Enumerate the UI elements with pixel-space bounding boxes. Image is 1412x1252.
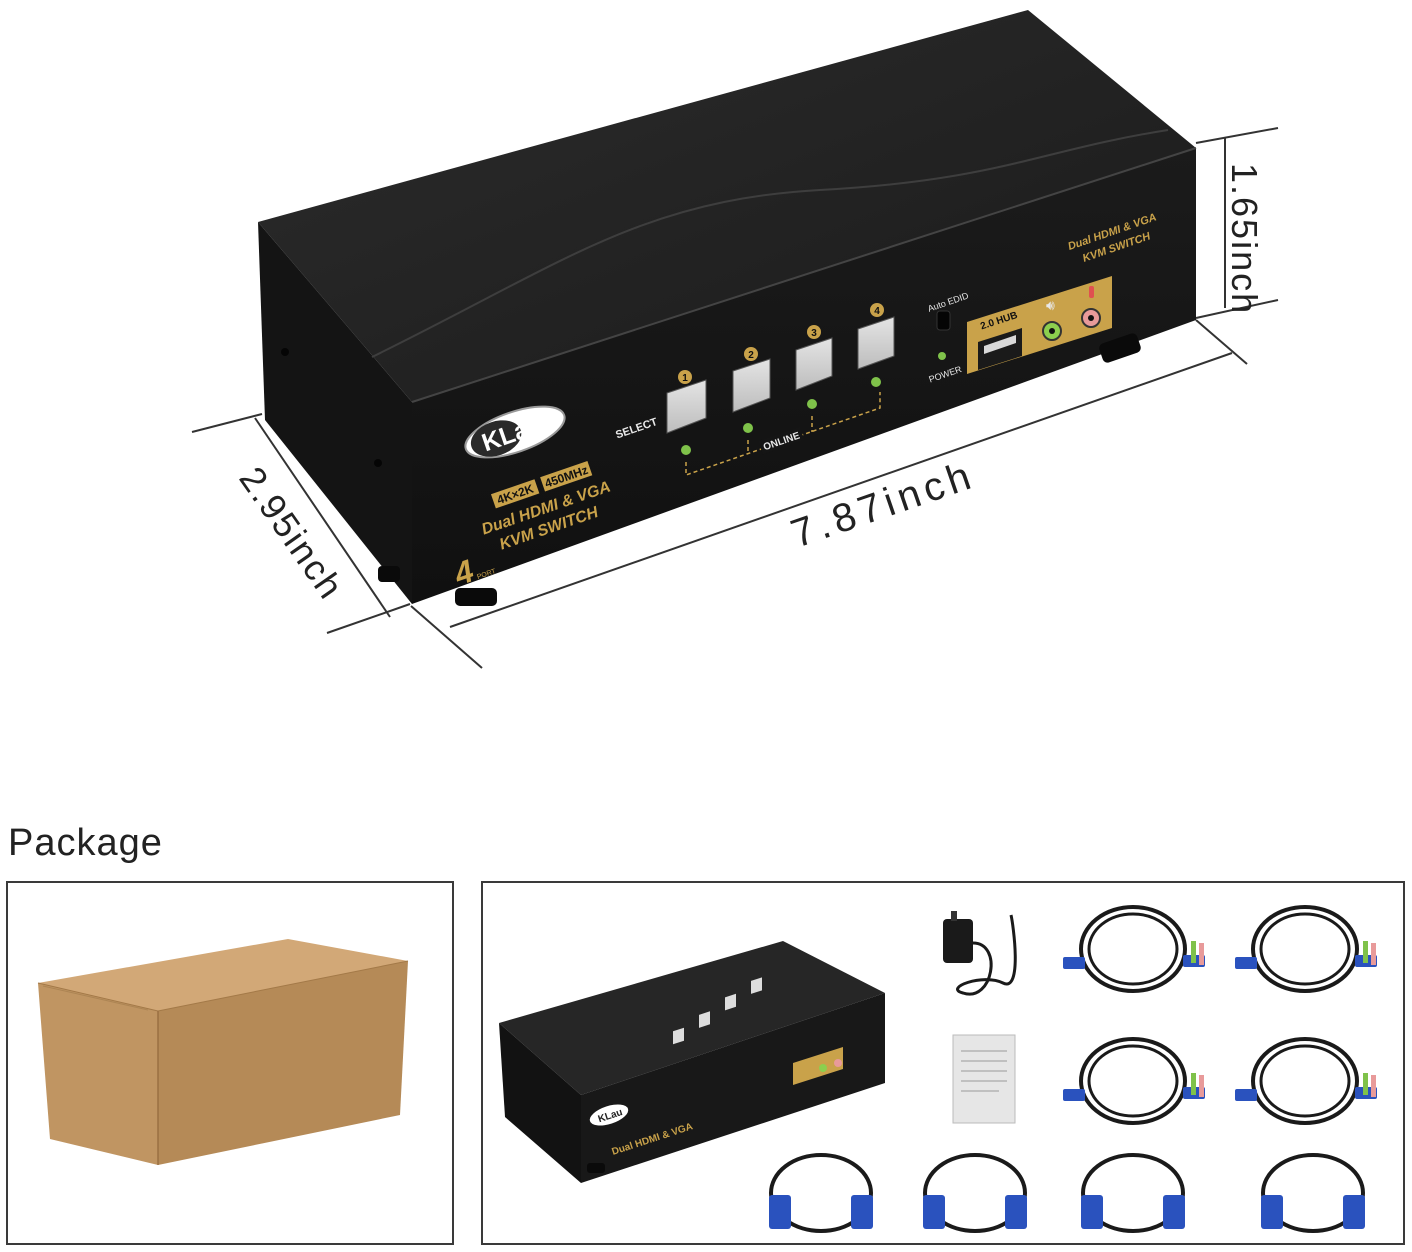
hdmi-kvm-cable-2 [1235, 905, 1377, 993]
small-kvm-switch: KLau Dual HDMI & VGA [499, 941, 885, 1183]
button-1-number: 1 [682, 373, 688, 384]
button-4: 4 [857, 303, 895, 387]
package-contents-panel: KLau Dual HDMI & VGA [481, 881, 1405, 1245]
microphone-icon [1089, 286, 1094, 298]
power-adapter [943, 911, 1017, 996]
klau-logo: KLau [464, 405, 566, 459]
width-dimension: 7.87inch [786, 453, 981, 557]
product-dimension-diagram: KLau 4K×2K 450MHz Dual HDMI & VGA KVM SW… [191, 10, 1279, 669]
dimension-lines [191, 127, 1279, 669]
vga-cable-2 [923, 1153, 1027, 1233]
vga-cable-3 [1081, 1153, 1185, 1233]
button-1: 1 [666, 370, 707, 455]
hdmi-kvm-cable-3 [1063, 1037, 1205, 1125]
hdmi-kvm-cable-4 [1235, 1037, 1377, 1125]
port-panel: 2.0 HUB 🔊︎ [967, 276, 1112, 374]
user-manual [952, 1034, 1016, 1124]
button-2: 2 [732, 347, 771, 433]
vga-cable-1 [769, 1153, 873, 1233]
button-3-number: 3 [811, 328, 817, 339]
button-2-number: 2 [748, 350, 754, 361]
cardboard-box [37, 939, 409, 1165]
hdmi-kvm-cable-1 [1063, 905, 1205, 993]
height-dimension: 1.65inch [1224, 163, 1265, 315]
package-box-panel [6, 881, 454, 1245]
package-heading: Package [8, 822, 163, 864]
button-3: 3 [795, 325, 833, 409]
package-contents: KLau Dual HDMI & VGA [499, 905, 1377, 1233]
vga-cable-4 [1261, 1153, 1365, 1233]
button-4-number: 4 [874, 306, 880, 317]
select-buttons: SELECT 1 2 3 4 [614, 303, 895, 477]
speaker-icon: 🔊︎ [1046, 297, 1055, 313]
